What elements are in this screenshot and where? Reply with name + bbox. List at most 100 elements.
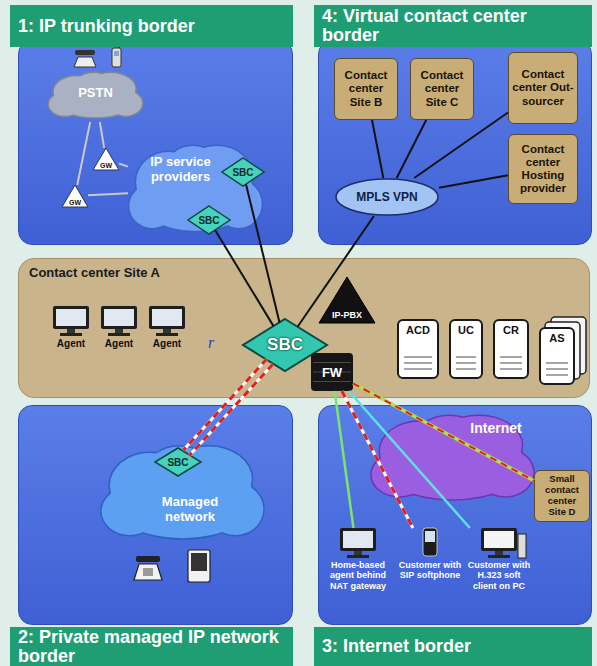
cloud-puff [372,453,428,496]
site-box: Contact center Site B [334,58,398,120]
sbc-diamond: SBC [243,319,327,371]
server-label: UC [449,324,483,336]
stray-letter: r [208,334,214,352]
cloud-rim [372,453,428,496]
cloud-rim [146,446,212,498]
connector-line [215,230,273,326]
connector [246,184,280,322]
server-box: AS [539,327,575,385]
connector [349,391,470,528]
site-label: Contact center Out-sourcer [512,68,574,108]
site-label: Contact center Hosting provider [512,143,574,196]
polygon-shape [319,277,375,323]
cloud-label: Internet [465,420,527,436]
sbc-diamond: SBC [188,206,230,234]
phone-screen [425,531,435,542]
device-icon [97,306,141,336]
server-slot [404,368,432,370]
device-icon [49,306,93,336]
line-shape [313,362,351,363]
line-shape [313,381,351,382]
monitor-stand [354,551,362,555]
connector [414,112,508,178]
connector [439,175,508,187]
connector-line [372,120,383,178]
pbx-label: IP-PBX [319,310,375,320]
managed-pda [188,550,210,582]
vpn-ellipse: MPLS VPN [335,178,439,216]
server-face [494,320,528,378]
device-label: Agent [145,338,189,350]
monitor-screen [104,309,134,326]
site-box: Contact center Site C [410,58,474,120]
connector [100,122,104,148]
monitor-frame [101,306,137,329]
cloud-rim [477,449,533,496]
cloud-label: Managed network [145,495,235,525]
endpoint-device: Agent [97,306,141,370]
connector [335,391,354,528]
device-icon [396,528,464,558]
monitor-stand [495,551,503,555]
server-slot [456,356,476,358]
cloud-puff [477,449,533,496]
server-slot [500,356,522,358]
border-panel: 1: IP trunking borderPSTNIP service prov… [10,5,293,245]
cloud-puff [207,483,263,535]
connector-line [298,216,374,327]
device-label: Agent [49,338,93,350]
connector-line [183,359,267,450]
connector [298,216,374,327]
connector [397,120,427,178]
border-panel: 3: Internet borderInternetSmall contact … [314,405,592,666]
polygon-shape [188,206,230,234]
border-panel: 2: Private managed IP network borderMana… [10,405,293,666]
cloud-rim [49,93,81,116]
connector-line [414,112,508,178]
cloud-puff [49,93,81,116]
server-slot [500,368,522,370]
connector-line [246,184,280,322]
network-cloud: PSTN [48,70,143,122]
managed-desk-phone [134,556,162,580]
server-slot [456,362,476,364]
vpn-label: MPLS VPN [335,178,439,216]
connector [215,230,273,326]
server-face [398,320,438,378]
site-label: Contact center Site C [414,69,470,109]
gateway-label: GW [62,199,88,206]
gateway-triangle: GW [93,148,119,170]
pbx-triangle: IP-PBX [319,277,375,323]
panel-heading: 4: Virtual contact center border [314,5,592,47]
connector-line [349,391,470,528]
cloud-label: PSTN [63,86,128,101]
server-slot [546,374,568,376]
network-cloud: Internet [370,410,535,508]
polygon-shape [62,185,88,207]
site-band: Contact center Site AAgentAgentAgentSBCI… [18,258,590,398]
firewall-label: FW [311,353,353,391]
connector-line [342,391,413,528]
cloud-label: IP service providers [143,155,218,185]
panel-heading: 3: Internet border [314,627,592,666]
connector-line [353,383,534,480]
server-slot [456,368,476,370]
gateway-label: GW [93,162,119,169]
cloud-puff [146,446,212,498]
endpoint-device: Customer with SIP softphone [396,528,464,594]
connector [77,122,90,185]
pstn-phone [74,50,96,67]
monitor-stand [163,329,171,333]
connector-line [189,364,273,455]
monitor-base [156,333,178,336]
device-label: Customer with SIP softphone [396,560,464,581]
site-box: Contact center Out-sourcer [508,52,578,124]
connector-line [353,383,534,480]
server-slot [404,362,432,364]
cloud-rim [207,483,263,535]
monitor-frame [53,306,89,329]
server-box: ACD [397,319,439,379]
connector-line [183,359,267,450]
monitor-frame [340,528,376,551]
